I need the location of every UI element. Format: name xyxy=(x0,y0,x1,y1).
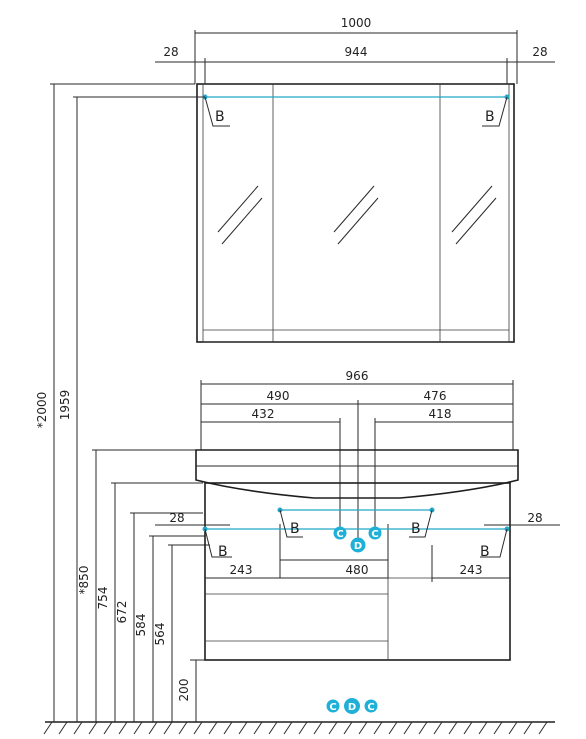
drawer-dimensions: 243 480 243 xyxy=(205,545,510,582)
dim-floor-gap: 200 xyxy=(177,679,191,702)
dim-right-drawer: 243 xyxy=(460,563,483,577)
dim-vanity-height: *850 xyxy=(77,566,91,595)
floor-hatch-mark xyxy=(403,721,413,735)
floor-hatch-mark xyxy=(463,721,473,735)
b-label-mirror-right: B xyxy=(485,109,495,125)
badge-bottom-c-left xyxy=(326,699,340,713)
floor-hatch-mark xyxy=(538,721,548,735)
floor-hatch-mark xyxy=(433,721,443,735)
badge-bottom-d xyxy=(344,698,360,714)
dim-vanity-right-offset: 28 xyxy=(527,511,542,525)
b-label-vanity-left: B xyxy=(218,544,228,560)
floor-hatch-mark xyxy=(148,721,158,735)
svg-text:C: C xyxy=(371,529,378,540)
dim-left-part: 490 xyxy=(267,389,290,403)
dim-mirror-right-offset: 28 xyxy=(532,45,547,59)
dim-vanity-left-offset: 28 xyxy=(169,511,184,525)
floor-hatch-mark xyxy=(523,721,533,735)
vanity-unit: B B B B xyxy=(195,449,519,661)
floor-hatch-mark xyxy=(208,721,218,735)
dim-mirror-cabinet-width: 944 xyxy=(345,45,368,59)
dim-left-drawer: 243 xyxy=(230,563,253,577)
mirror-cabinet: B B xyxy=(196,61,515,343)
dim-vanity-width: 966 xyxy=(346,369,369,383)
badge-c-right xyxy=(368,526,382,540)
floor-hatch-mark xyxy=(328,721,338,735)
badge-d-mid xyxy=(350,537,366,553)
floor-hatch-mark xyxy=(388,721,398,735)
dim-mirror-top-height: 1959 xyxy=(58,390,72,421)
floor-hatch-mark xyxy=(253,721,263,735)
mirror-reflection-center xyxy=(333,185,379,245)
mirror-reflection-right xyxy=(451,185,497,245)
floor-hatch-mark xyxy=(478,721,488,735)
vertical-dimensions: *2000 1959 *850 754 672 584 564 200 xyxy=(35,83,210,722)
dim-584: 584 xyxy=(134,614,148,637)
b-label-vanity-right: B xyxy=(480,544,490,560)
floor-hatch-mark xyxy=(448,721,458,735)
dim-total-height: *2000 xyxy=(35,392,49,429)
floor-hatch-mark xyxy=(373,721,383,735)
floor-hatch-mark xyxy=(418,721,428,735)
b-label-mirror-left: B xyxy=(215,109,225,125)
svg-text:C: C xyxy=(336,529,343,540)
mirror-reflection-left xyxy=(217,185,263,245)
badge-bottom-c-right xyxy=(364,699,378,713)
dimension-944: 944 28 28 xyxy=(155,45,555,84)
dim-right-inner: 418 xyxy=(429,407,452,421)
floor-hatch-mark xyxy=(73,721,83,735)
dim-mirror-total-width: 1000 xyxy=(341,16,372,30)
floor-hatch-mark xyxy=(133,721,143,735)
dim-center-drawer: 480 xyxy=(346,563,369,577)
floor-hatch-mark xyxy=(268,721,278,735)
dim-left-inner: 432 xyxy=(252,407,275,421)
dim-754: 754 xyxy=(96,587,110,610)
dim-672: 672 xyxy=(115,601,129,624)
floor-hatch-mark xyxy=(103,721,113,735)
floor-hatch-mark xyxy=(178,721,188,735)
dim-right-part: 476 xyxy=(424,389,447,403)
dim-mirror-left-offset: 28 xyxy=(163,45,178,59)
vanity-top-dimensions: 966 490 476 432 418 xyxy=(200,369,514,545)
floor-line xyxy=(43,721,555,735)
svg-text:D: D xyxy=(348,702,356,713)
svg-text:C: C xyxy=(367,702,374,713)
floor-hatch-mark xyxy=(238,721,248,735)
badge-c-left xyxy=(333,526,347,540)
floor-hatch-mark xyxy=(358,721,368,735)
floor-hatch-mark xyxy=(118,721,128,735)
vanity-side-offsets: 28 28 xyxy=(155,511,560,526)
floor-hatch-mark xyxy=(88,721,98,735)
badge-group-vanity: C D C xyxy=(333,526,382,553)
b-label-vanity-left-inner: B xyxy=(290,521,300,537)
floor-hatch-mark xyxy=(193,721,203,735)
floor-hatch-mark xyxy=(58,721,68,735)
floor-hatch-mark xyxy=(283,721,293,735)
floor-hatch-mark xyxy=(223,721,233,735)
floor-hatch-mark xyxy=(313,721,323,735)
dim-564: 564 xyxy=(153,623,167,646)
floor-hatch-mark xyxy=(343,721,353,735)
floor-hatch-mark xyxy=(493,721,503,735)
svg-text:C: C xyxy=(329,702,336,713)
svg-text:D: D xyxy=(354,541,362,552)
floor-hatch-mark xyxy=(43,721,53,735)
dimension-1000: 1000 xyxy=(194,16,518,84)
floor-hatch-mark xyxy=(163,721,173,735)
floor-hatch-mark xyxy=(508,721,518,735)
badge-group-bottom: C D C xyxy=(326,698,378,714)
floor-hatch-mark xyxy=(298,721,308,735)
b-label-vanity-right-inner: B xyxy=(411,521,421,537)
